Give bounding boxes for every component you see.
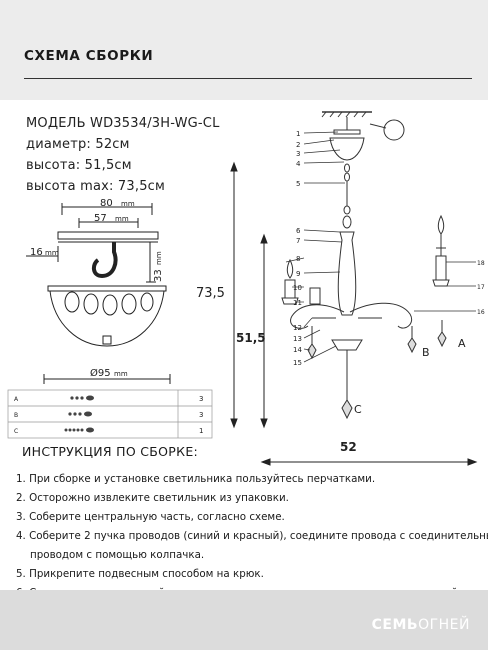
spec-height: высота: 51,5см: [26, 158, 132, 173]
parts-row-a-qty: 3: [199, 395, 203, 403]
part-label-6: 6: [296, 227, 301, 235]
dim-16-unit: mm: [45, 249, 59, 257]
part-label-16: 16: [477, 309, 485, 316]
dim-95-label: Ø95: [90, 367, 111, 379]
dim-16-label: 16: [30, 247, 43, 258]
part-label-12: 12: [293, 324, 302, 332]
spec-height-max: высота max: 73,5см: [26, 179, 166, 194]
part-label-5: 5: [296, 180, 300, 188]
header-band: [0, 0, 488, 100]
instruction-step-4-cont: проводом с помощью колпачка.: [30, 549, 205, 561]
part-label-18: 18: [477, 260, 485, 267]
mount-bracket-drawing: [26, 203, 171, 384]
part-label-1: 1: [296, 130, 300, 138]
dim-57-unit: mm: [115, 215, 129, 223]
part-label-11: 11: [293, 299, 302, 307]
part-label-9: 9: [296, 270, 300, 278]
instruction-step-4: 4. Соберите 2 пучка проводов (синий и кр…: [16, 530, 488, 542]
part-leaders-left: [285, 131, 345, 363]
part-label-13: 13: [293, 335, 302, 343]
instructions-title: ИНСТРУКЦИЯ ПО СБОРКЕ:: [22, 444, 199, 459]
spec-diameter: диаметр: 52см: [26, 137, 130, 152]
part-label-14: 14: [293, 346, 302, 354]
part-label-3: 3: [296, 150, 300, 158]
parts-row-c-letter: C: [14, 428, 18, 435]
instruction-step-2: 2. Осторожно извлеките светильник из упа…: [16, 492, 289, 504]
chandelier-drawing: [281, 111, 450, 420]
part-label-4: 4: [296, 160, 301, 168]
dimension-lines: [230, 161, 478, 466]
crystal-label-b: B: [422, 346, 430, 359]
instructions-list: 1. При сборке и установке светильника по…: [16, 470, 488, 603]
crystal-label-a: A: [458, 337, 466, 350]
part-label-7: 7: [296, 237, 300, 245]
height-max-dimension: 73,5: [196, 286, 225, 301]
footer-band: [0, 590, 488, 650]
part-label-10: 10: [293, 284, 302, 292]
part-number-labels: 1 2 3 4 5 6 7 8 9 10 11 12 13 14 15 18 1…: [293, 130, 485, 367]
brand-logo: СЕМЬОГНЕЙ: [372, 617, 470, 633]
instruction-step-3: 3. Соберите центральную часть, согласно …: [16, 511, 285, 523]
specs-block: МОДЕЛЬ WD3534/3H-WG-CL диаметр: 52см выс…: [26, 113, 220, 197]
parts-row-b-letter: B: [14, 412, 18, 419]
part-label-8: 8: [296, 255, 300, 263]
dim-80-label: 80: [100, 198, 113, 209]
parts-row-b-qty: 3: [199, 411, 203, 419]
spec-model: МОДЕЛЬ WD3534/3H-WG-CL: [26, 116, 220, 131]
dim-33-label: 33: [153, 269, 164, 282]
part-label-17: 17: [477, 284, 485, 291]
dim-57-label: 57: [94, 213, 107, 224]
brand-logo-bold: СЕМЬ: [371, 617, 419, 633]
instruction-step-5: 5. Прикрепите подвесным способом на крюк…: [16, 568, 264, 580]
title-underline: [24, 78, 472, 79]
part-label-2: 2: [296, 141, 300, 149]
crystal-label-c: C: [354, 403, 362, 416]
part-leaders-right: [414, 261, 476, 312]
brand-logo-rest: ОГНЕЙ: [418, 617, 470, 633]
dim-80-unit: mm: [121, 200, 135, 208]
parts-row-a-letter: A: [14, 396, 19, 403]
part-label-15: 15: [293, 359, 302, 367]
height-dimension: 51,5: [236, 331, 266, 345]
width-dimension: 52: [340, 440, 357, 454]
parts-row-c-qty: 1: [199, 427, 203, 435]
page-title: СХЕМА СБОРКИ: [24, 48, 154, 64]
instruction-step-1: 1. При сборке и установке светильника по…: [16, 473, 376, 485]
dim-95-unit: mm: [114, 370, 128, 378]
parts-table: [7, 389, 213, 439]
dim-33-unit: mm: [155, 251, 163, 265]
parts-table-crystals: [64, 395, 94, 433]
